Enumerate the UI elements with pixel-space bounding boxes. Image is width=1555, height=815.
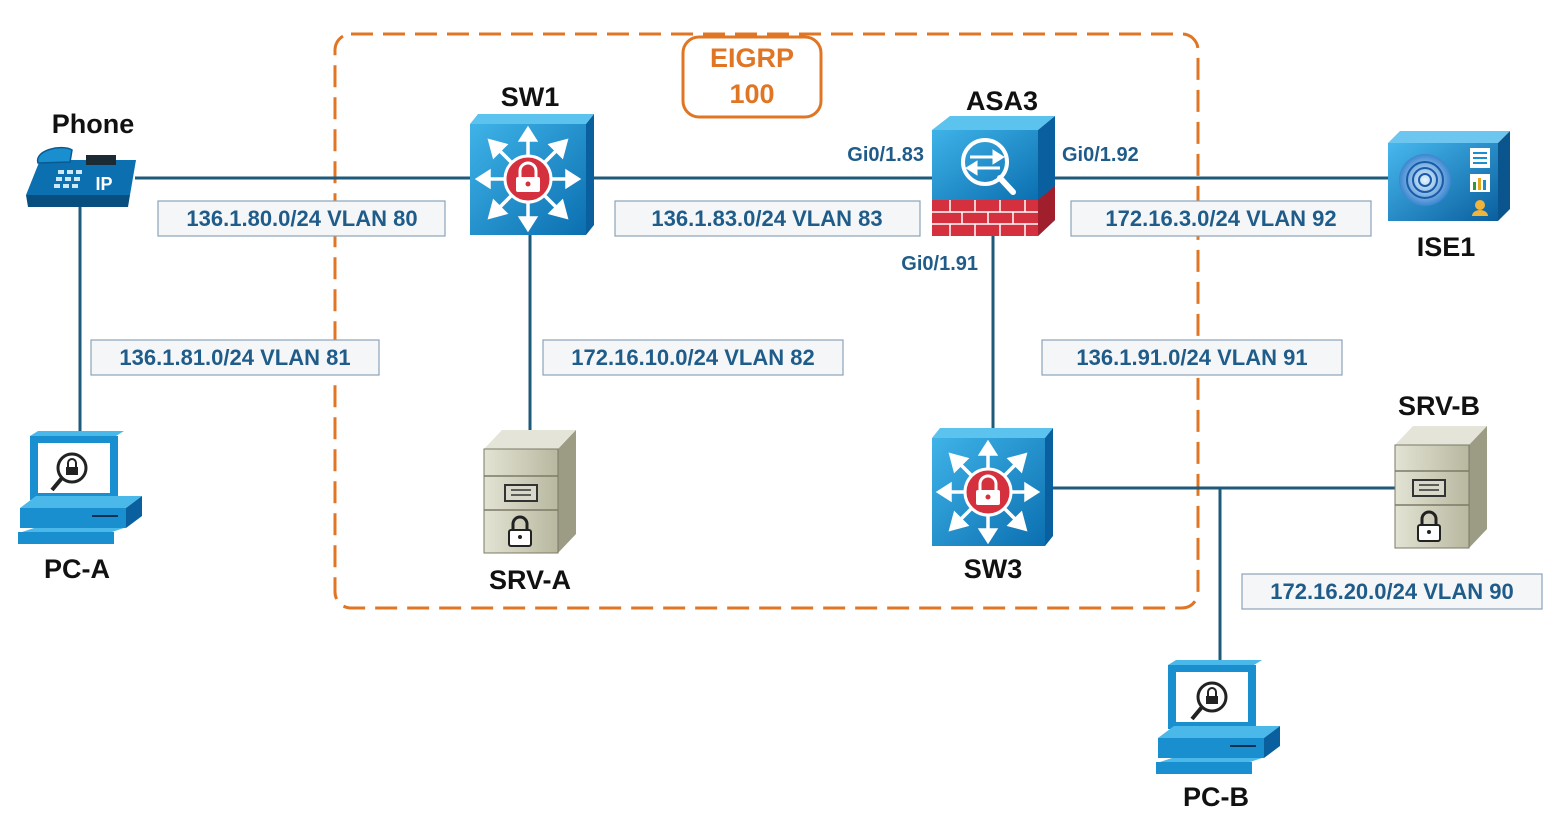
- iface-gi0-1-92: Gi0/1.92: [1062, 144, 1139, 166]
- node-ise1[interactable]: ISE1: [1388, 131, 1510, 262]
- node-asa3[interactable]: ASA3: [932, 86, 1055, 236]
- subnet-vlan83: 136.1.83.0/24 VLAN 83: [651, 206, 882, 231]
- subnet-box-vlan91: [1041, 339, 1343, 376]
- secure-server-icon: [483, 430, 576, 554]
- iface-gi0-1-83: Gi0/1.83: [847, 144, 924, 166]
- secure-pc-icon: [18, 431, 142, 544]
- iface-gi0-1-91: Gi0/1.91: [901, 253, 978, 275]
- node-label-pc-b: PC-B: [1183, 782, 1249, 812]
- subnet-vlan82: 172.16.10.0/24 VLAN 82: [571, 345, 814, 370]
- node-srv-b[interactable]: SRV-B: [1394, 391, 1487, 549]
- eigrp-label-box: [681, 35, 823, 119]
- node-label-phone: Phone: [52, 109, 135, 139]
- subnet-box-vlan92: [1070, 200, 1372, 237]
- subnet-box-vlan80: [157, 200, 446, 237]
- svg-text:IP: IP: [95, 174, 112, 194]
- subnet-box-vlan90: [1241, 573, 1543, 610]
- subnet-vlan91: 136.1.91.0/24 VLAN 91: [1076, 345, 1307, 370]
- node-pc-a[interactable]: PC-A: [18, 431, 142, 584]
- node-label-srv-b: SRV-B: [1398, 391, 1480, 421]
- node-sw3[interactable]: SW3: [932, 428, 1053, 584]
- subnet-box-vlan81: [90, 339, 380, 376]
- eigrp-zone-boundary: [333, 32, 1200, 610]
- subnet-vlan80: 136.1.80.0/24 VLAN 80: [186, 206, 417, 231]
- node-label-sw3: SW3: [964, 554, 1023, 584]
- node-label-srv-a: SRV-A: [489, 565, 571, 595]
- node-label-ise1: ISE1: [1417, 232, 1476, 262]
- node-srv-a[interactable]: SRV-A: [483, 430, 576, 595]
- node-pc-b[interactable]: PC-B: [1156, 660, 1280, 812]
- secure-server-icon: [1394, 426, 1487, 549]
- subnet-box-vlan82: [542, 339, 844, 376]
- ip-phone-icon: IP: [26, 146, 136, 207]
- ise-server-icon: [1388, 131, 1510, 221]
- subnet-box-vlan83: [614, 200, 921, 237]
- eigrp-label-line1: EIGRP: [710, 43, 794, 73]
- subnet-vlan81: 136.1.81.0/24 VLAN 81: [119, 345, 350, 370]
- node-phone[interactable]: IP Phone: [26, 109, 136, 207]
- asa-firewall-icon: [932, 116, 1055, 236]
- secure-pc-icon: [1156, 660, 1280, 774]
- node-label-pc-a: PC-A: [44, 554, 110, 584]
- eigrp-label-line2: 100: [729, 79, 774, 109]
- subnet-vlan92: 172.16.3.0/24 VLAN 92: [1105, 206, 1336, 231]
- links: [78, 176, 1398, 660]
- layer3-switch-icon: [932, 428, 1053, 546]
- node-sw1[interactable]: SW1: [470, 82, 594, 235]
- subnet-vlan90: 172.16.20.0/24 VLAN 90: [1270, 579, 1513, 604]
- layer3-switch-icon: [470, 114, 594, 235]
- subnet-labels: 136.1.80.0/24 VLAN 80 136.1.83.0/24 VLAN…: [90, 200, 1543, 610]
- node-label-asa3: ASA3: [966, 86, 1038, 116]
- node-label-sw1: SW1: [501, 82, 560, 112]
